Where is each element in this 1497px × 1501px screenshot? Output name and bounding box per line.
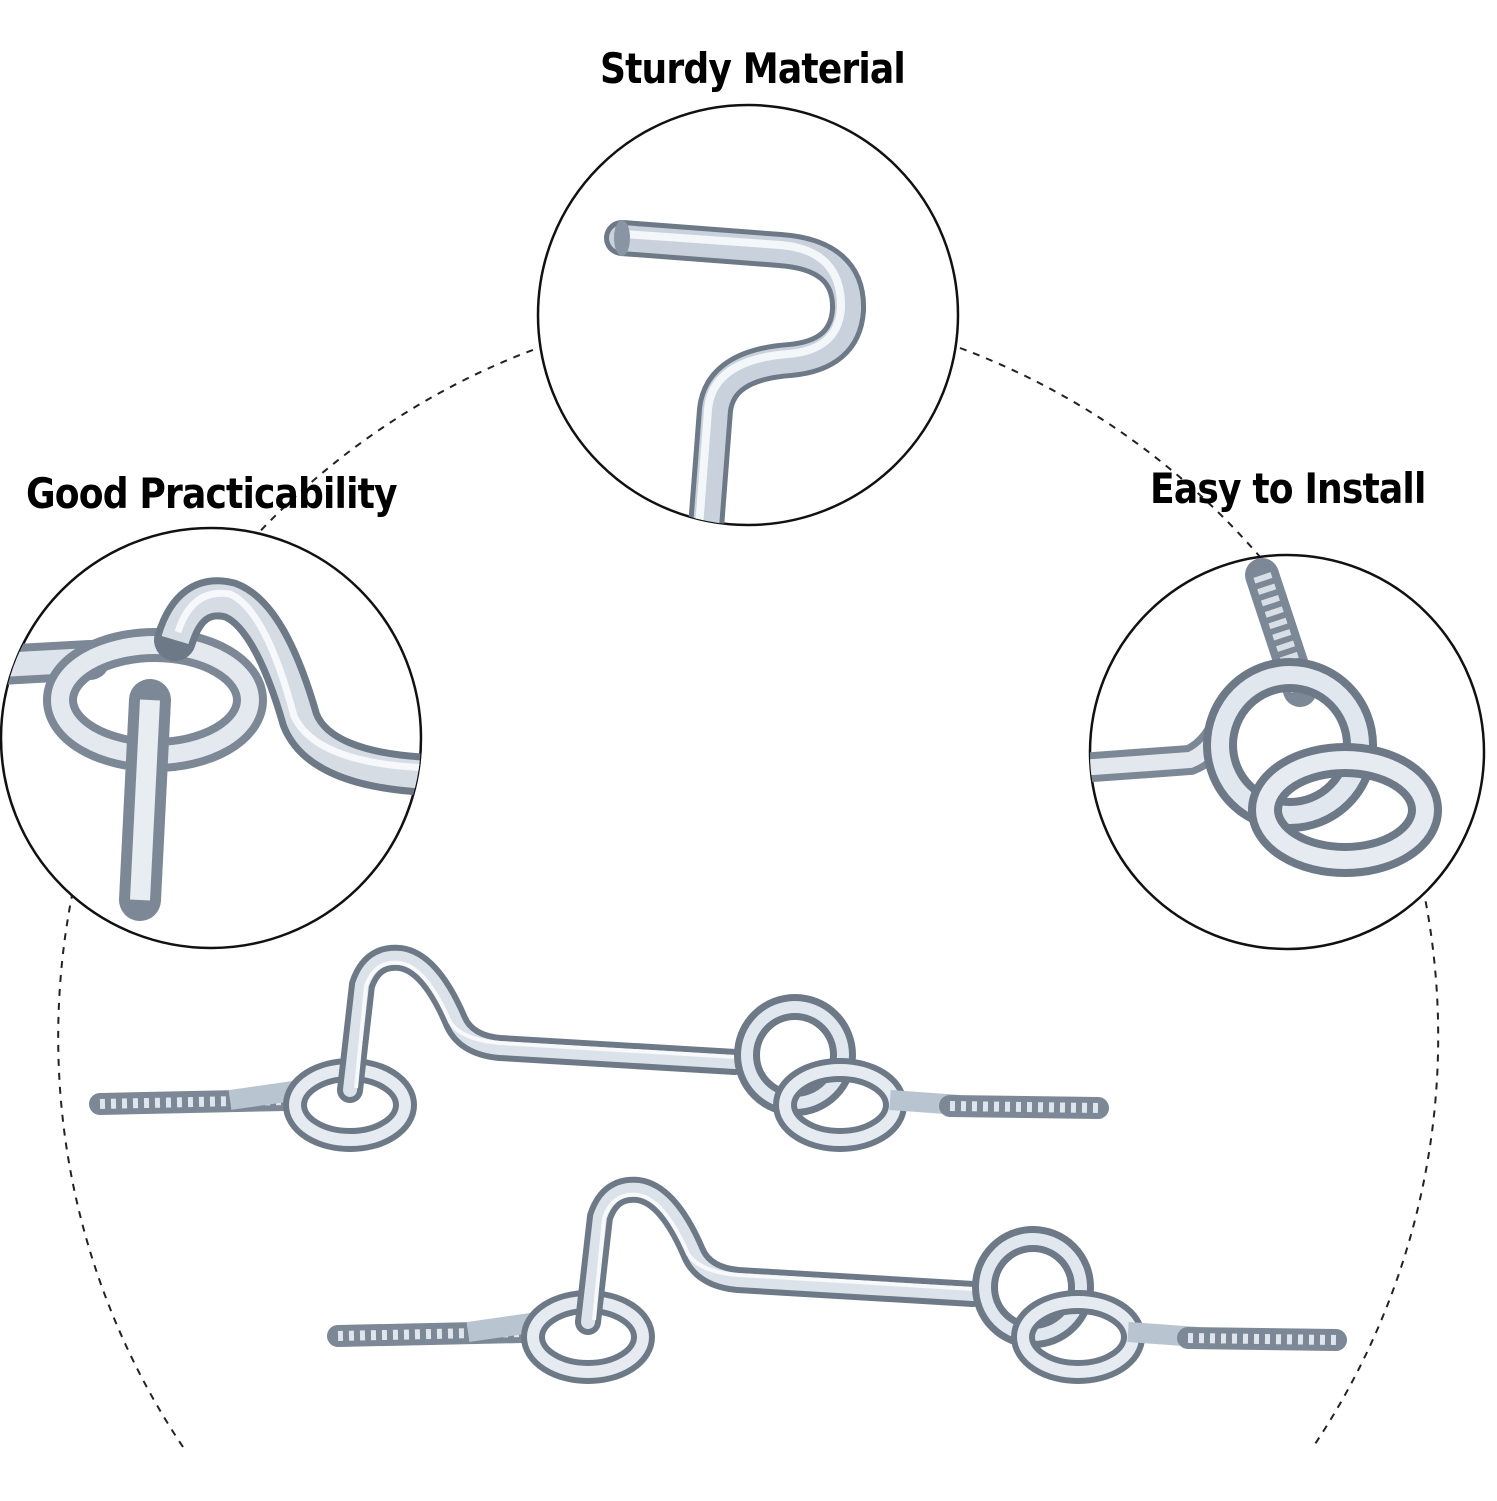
hook-wire xyxy=(337,944,856,1116)
screw-eye-closeup xyxy=(1090,558,1442,877)
label-good-practicability: Good Practicability xyxy=(26,469,398,518)
detail-circle-practicability xyxy=(0,526,423,950)
detail-circle-sturdy xyxy=(536,103,960,527)
right-screw-eye xyxy=(773,1058,1109,1152)
hook-bend-closeup xyxy=(604,220,866,525)
hook-and-eye-set-2 xyxy=(327,1176,1347,1384)
label-easy-to-install: Easy to Install xyxy=(1150,464,1426,513)
detail-circle-install xyxy=(1088,553,1486,951)
label-sturdy-material: Sturdy Material xyxy=(600,44,906,93)
hook-and-eye-set-1 xyxy=(89,944,1109,1152)
left-screw-eye xyxy=(89,1058,417,1152)
hook-eye-closeup xyxy=(1,577,421,921)
